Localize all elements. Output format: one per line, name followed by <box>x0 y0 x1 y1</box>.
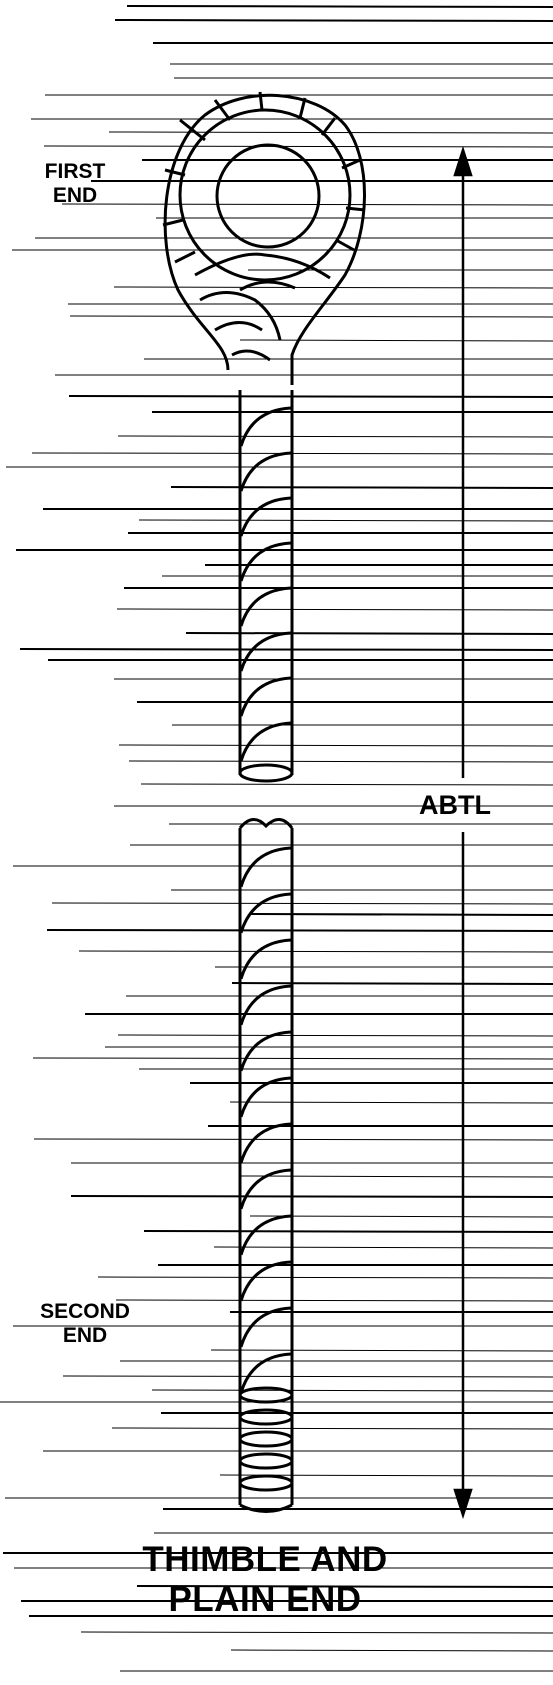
thimble-throat <box>194 252 331 280</box>
scan-line <box>70 1195 553 1198</box>
scan-line <box>68 395 553 398</box>
rope-strand <box>239 586 292 627</box>
scan-line <box>140 783 553 786</box>
arrowhead-up-icon <box>453 145 473 177</box>
scan-line <box>126 5 553 8</box>
rope-seizing-wrap <box>238 1430 294 1448</box>
rope-strand <box>239 1076 292 1118</box>
scan-line <box>111 1427 553 1430</box>
rope-upper-section <box>238 390 294 783</box>
scan-line <box>117 435 553 438</box>
rope-upper-cut-end <box>238 763 294 783</box>
first-end-line-1: FIRST <box>44 160 106 183</box>
thimble-center-hole <box>215 143 321 249</box>
scan-line <box>97 1276 553 1279</box>
scan-line <box>117 1034 553 1037</box>
scan-line <box>118 744 553 747</box>
rope-strand <box>239 451 292 492</box>
rope-strand <box>239 541 292 582</box>
scan-line <box>249 1215 553 1218</box>
thimble-inner-ring <box>178 108 352 282</box>
scan-line <box>43 145 553 148</box>
rope-strand <box>239 1168 292 1210</box>
scan-line <box>78 950 553 953</box>
scan-line <box>108 131 553 134</box>
rope-strand <box>239 631 292 672</box>
rope-seizing-wrap <box>238 1452 294 1470</box>
rope-strand <box>239 1352 292 1394</box>
rope-strand <box>239 1122 292 1164</box>
rope-strand <box>239 1030 292 1072</box>
scan-line <box>114 19 553 22</box>
rope-strand <box>239 676 292 717</box>
title-line-2: PLAIN END <box>168 1580 362 1620</box>
scan-line <box>128 760 553 763</box>
rope-strand <box>239 1214 292 1256</box>
thimble-eye <box>162 91 366 385</box>
second-end-label: SECOND END <box>25 1300 145 1348</box>
scan-line <box>231 982 553 985</box>
scan-line <box>136 1585 553 1588</box>
scan-line <box>46 929 553 932</box>
rope-strand <box>239 1260 292 1302</box>
scan-line <box>248 913 553 916</box>
abtl-dimension-line <box>453 145 473 1520</box>
rope-seizing-wrap <box>238 1386 294 1404</box>
scan-line <box>113 286 553 289</box>
scan-line <box>69 315 553 318</box>
second-end-line-2: END <box>62 1324 108 1348</box>
rope-strand <box>239 406 292 447</box>
scan-line <box>239 339 553 342</box>
second-end-line-1: SECOND <box>40 1300 130 1323</box>
first-end-line-2: END <box>52 184 98 208</box>
abtl-label: ABTL <box>419 790 491 820</box>
scan-line <box>238 1175 553 1178</box>
scan-line <box>213 1246 553 1249</box>
rope-strand <box>239 1306 292 1348</box>
rope-strand <box>239 938 292 980</box>
scan-line <box>230 1649 553 1652</box>
scan-line <box>61 203 553 206</box>
rope-seizing-wrap <box>238 1408 294 1426</box>
scan-line <box>143 1230 553 1233</box>
scan-line <box>62 1375 553 1378</box>
scan-line <box>116 608 553 611</box>
scan-line <box>170 486 553 489</box>
rope-seizing-wrap <box>238 1474 294 1492</box>
scan-line <box>138 519 553 522</box>
scan-line <box>151 1389 553 1392</box>
rope-strand <box>239 892 292 934</box>
scan-line <box>80 1631 553 1634</box>
rope-lower-cut-end <box>238 818 294 829</box>
rope-lower-section <box>238 818 294 1513</box>
scan-line <box>115 1299 553 1302</box>
scan-line <box>19 648 553 651</box>
scan-line <box>185 632 553 635</box>
thimble-outer-outline <box>163 93 366 385</box>
scan-line <box>229 1101 553 1104</box>
first-end-label: FIRST END <box>30 160 120 208</box>
rope-strand <box>239 721 292 762</box>
rope-plain-end-tip <box>239 1503 293 1513</box>
scan-line <box>51 902 553 905</box>
rope-strand <box>239 984 292 1026</box>
title-line-1: THIMBLE AND <box>142 1540 388 1579</box>
rope-strand <box>239 496 292 537</box>
diagram-title: THIMBLE AND PLAIN END <box>80 1540 450 1621</box>
arrowhead-down-icon <box>453 1488 473 1520</box>
scan-line <box>210 1349 553 1352</box>
rope-strand <box>239 846 292 888</box>
